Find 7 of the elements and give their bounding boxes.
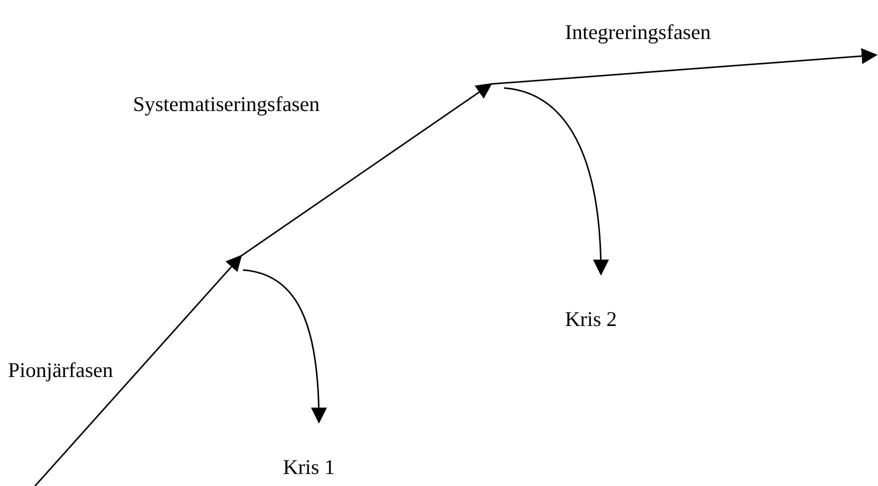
crisis-label: Kris 2 bbox=[565, 309, 617, 330]
crisis-label: Kris 1 bbox=[283, 457, 335, 478]
curved-arrow bbox=[242, 269, 327, 424]
curved-arrow bbox=[504, 87, 609, 276]
phase-label: Pionjärfasen bbox=[8, 360, 113, 381]
phase-label: Systematiseringsfasen bbox=[133, 94, 320, 115]
phase-label: Integreringsfasen bbox=[565, 22, 711, 43]
